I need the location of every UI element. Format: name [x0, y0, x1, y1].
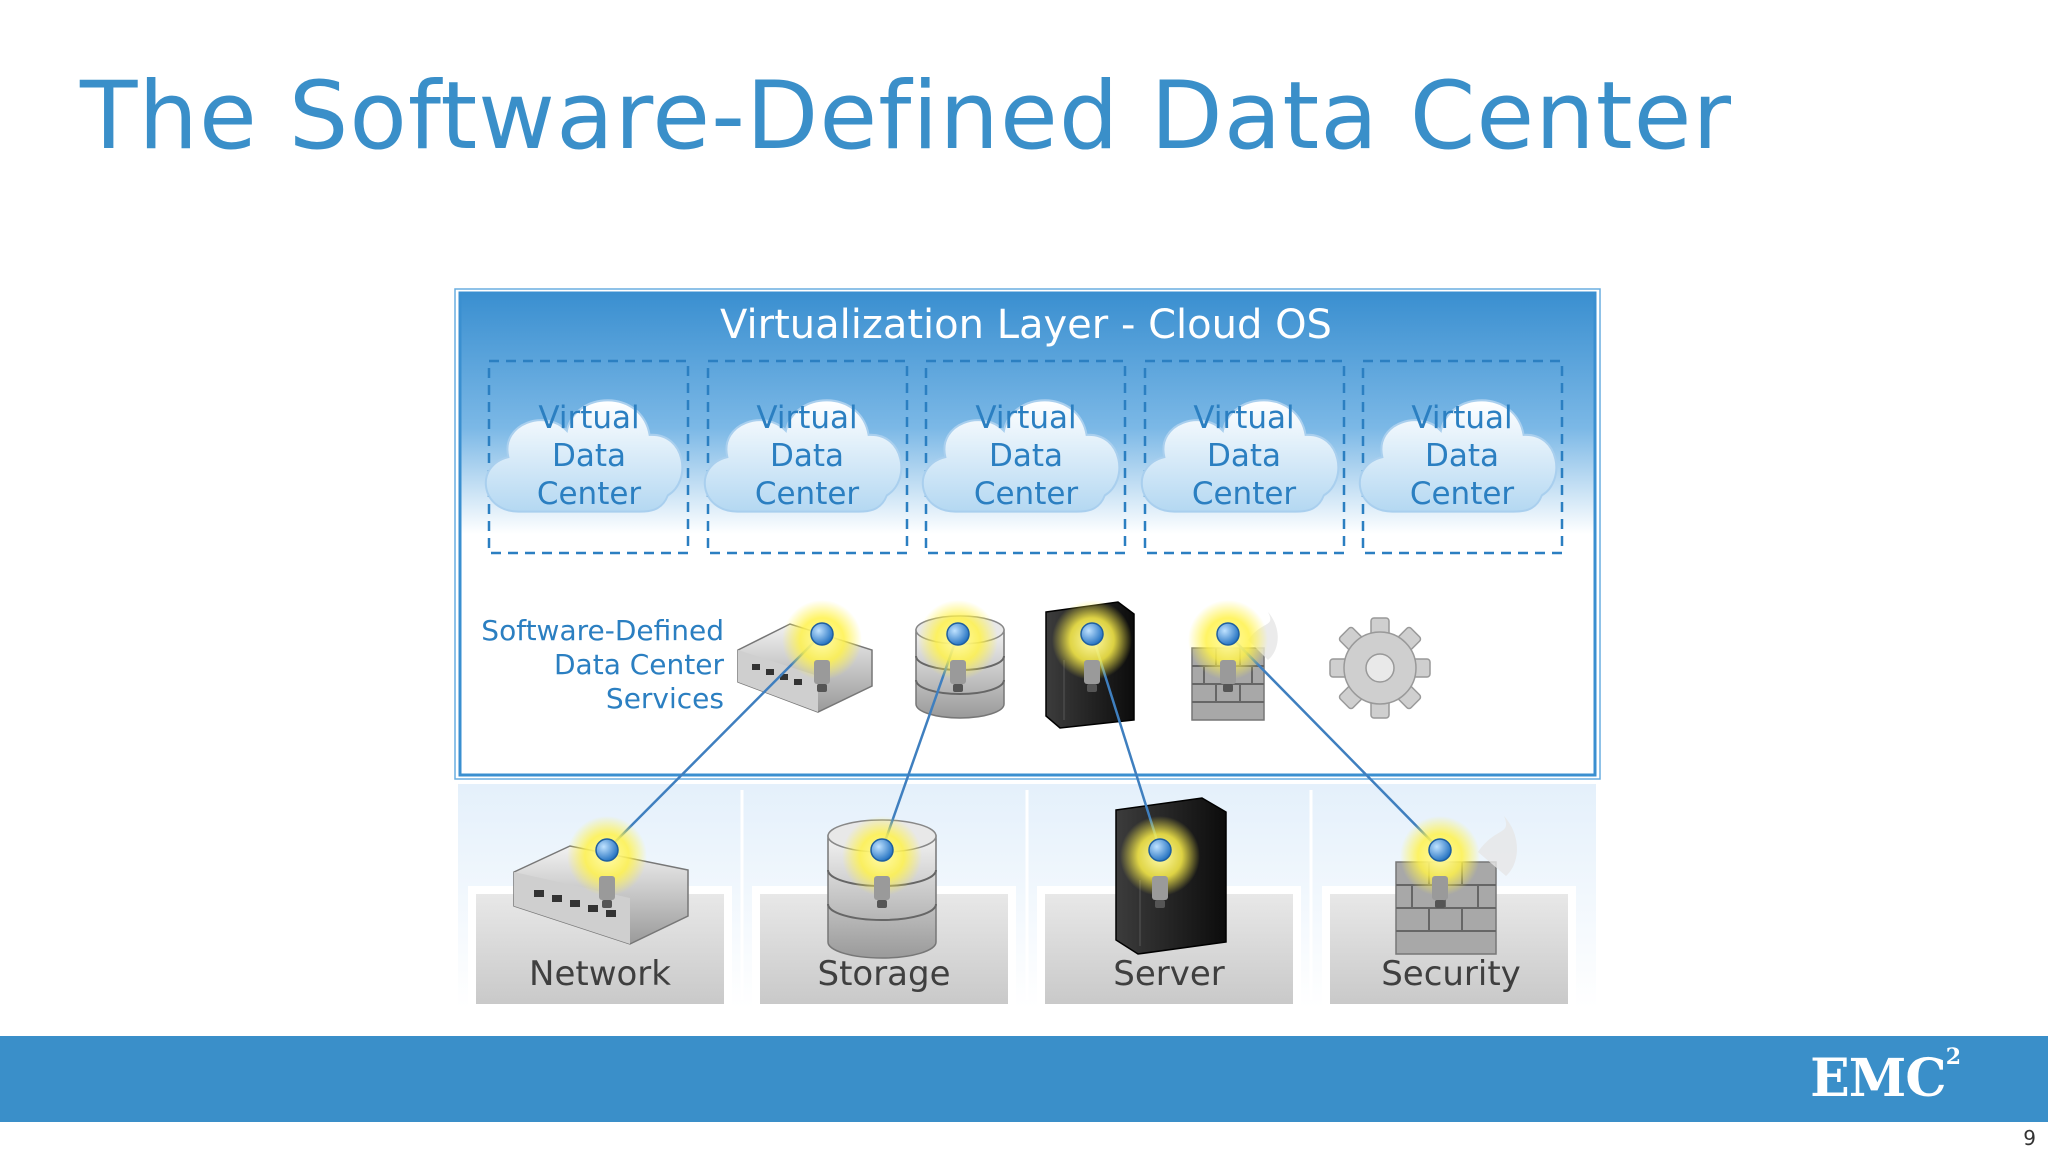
resource-label-security: Security	[1381, 954, 1521, 994]
page-number: 9	[2023, 1126, 2036, 1150]
resource-label-storage: Storage	[817, 954, 951, 994]
resource-label-network: Network	[529, 954, 671, 994]
footer-bar: EMC2	[0, 1036, 2048, 1122]
resource-label-server: Server	[1113, 954, 1225, 994]
virtual-data-center-label: Virtual Data Center	[754, 400, 860, 512]
virtual-data-center-label: Virtual Data Center	[1191, 400, 1297, 512]
virtual-data-center-label: Virtual Data Center	[1409, 400, 1515, 512]
emc-logo: EMC2	[1810, 1044, 1961, 1109]
page-title: The Software-Defined Data Center	[80, 62, 1733, 171]
virtual-data-center-label: Virtual Data Center	[973, 400, 1079, 512]
gear-icon	[1329, 617, 1431, 719]
virtualization-layer-title: Virtualization Layer - Cloud OS	[720, 302, 1332, 348]
sddc-services-label: Software-Defined Data Center Services	[481, 614, 724, 715]
virtual-data-center-label: Virtual Data Center	[536, 400, 642, 512]
virtual-data-center-row	[484, 359, 1564, 555]
